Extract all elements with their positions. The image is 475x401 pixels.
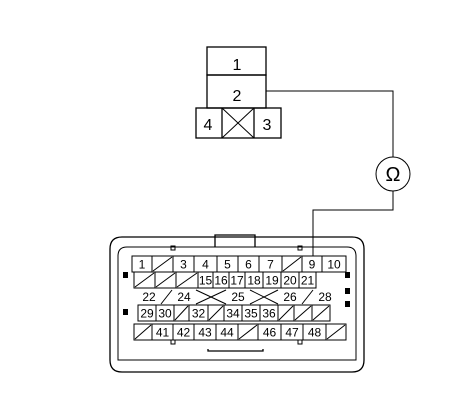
empty-pin-slash: [326, 324, 346, 340]
pin-number-label: 17: [230, 274, 244, 288]
pin-number-label: 1: [139, 258, 146, 272]
empty-pin-slash: [238, 324, 258, 340]
empty-pin-slash: [174, 305, 189, 321]
connector-inner-shell: [117, 246, 357, 361]
pin-number-label: 20: [283, 274, 297, 288]
top-lock-tab: [214, 234, 256, 247]
pin-number-label: 34: [226, 307, 240, 321]
small-connector-lower-row: [195, 107, 282, 139]
pin-number-label: 25: [231, 290, 245, 304]
pin-number-label: 29: [140, 307, 154, 321]
empty-pin-slash: [134, 324, 152, 340]
pin-number-label: 3: [180, 258, 187, 272]
empty-pin-slash: [282, 256, 302, 272]
pin-number-label: 9: [309, 258, 316, 272]
pin-number-label: 7: [267, 258, 274, 272]
small-pin-4-label: 4: [204, 117, 213, 134]
small-pin-1-label: 1: [233, 57, 242, 74]
pin-number-label: 16: [214, 274, 228, 288]
pin-cell: [325, 323, 347, 341]
pin-number-label: 41: [156, 326, 170, 340]
pin-number-label: 26: [283, 290, 297, 304]
pin-number-label: 32: [192, 307, 206, 321]
small-pin-2-label: 2: [233, 88, 242, 105]
ohm-symbol: Ω: [386, 164, 401, 186]
pin-number-label: 43: [198, 326, 212, 340]
test-lead: Ω: [266, 90, 411, 256]
empty-pin-slash: [312, 305, 330, 321]
pin-number-label: 22: [142, 290, 156, 304]
pin-number-label: 28: [318, 290, 332, 304]
pin-number-label: 36: [262, 307, 276, 321]
bottom-lock-tab: [207, 349, 264, 352]
small-pin-3-label: 3: [263, 117, 272, 134]
pin-number-label: 42: [177, 326, 191, 340]
pin-number-label: 5: [224, 258, 231, 272]
pin-cell: [321, 255, 347, 273]
pin-number-label: 6: [245, 258, 252, 272]
pin-number-label: 30: [158, 307, 172, 321]
empty-pin-slash: [176, 272, 198, 288]
small-connector: 1 2 3 4: [195, 46, 282, 139]
pin-number-label: 19: [265, 274, 279, 288]
pin-number-label: 15: [199, 274, 213, 288]
pin-number-label: 24: [177, 290, 191, 304]
empty-pin-slash: [152, 256, 173, 272]
pin-number-label: 46: [263, 326, 277, 340]
pin-cell: [311, 304, 331, 322]
empty-pin-slash: [278, 305, 294, 321]
pin-cell: [298, 271, 317, 289]
pin-number-label: 44: [220, 326, 234, 340]
lead-upper-wire: [266, 90, 394, 157]
pin-number-label: 4: [202, 258, 209, 272]
connector-outer-shell: [109, 236, 365, 373]
pin-number-label: 21: [301, 274, 315, 288]
pin-number-label: 10: [327, 258, 341, 272]
pin-number-label: 47: [285, 326, 299, 340]
pin-number-label: 48: [308, 326, 322, 340]
lead-lower-wire: [312, 191, 394, 256]
empty-pin-slash: [134, 272, 155, 288]
empty-pin-slash: [208, 305, 224, 321]
pin-number-label: 18: [247, 274, 261, 288]
pin-number-label: 35: [244, 307, 258, 321]
empty-pin-slash: [294, 305, 312, 321]
empty-pin-slash: [155, 272, 176, 288]
